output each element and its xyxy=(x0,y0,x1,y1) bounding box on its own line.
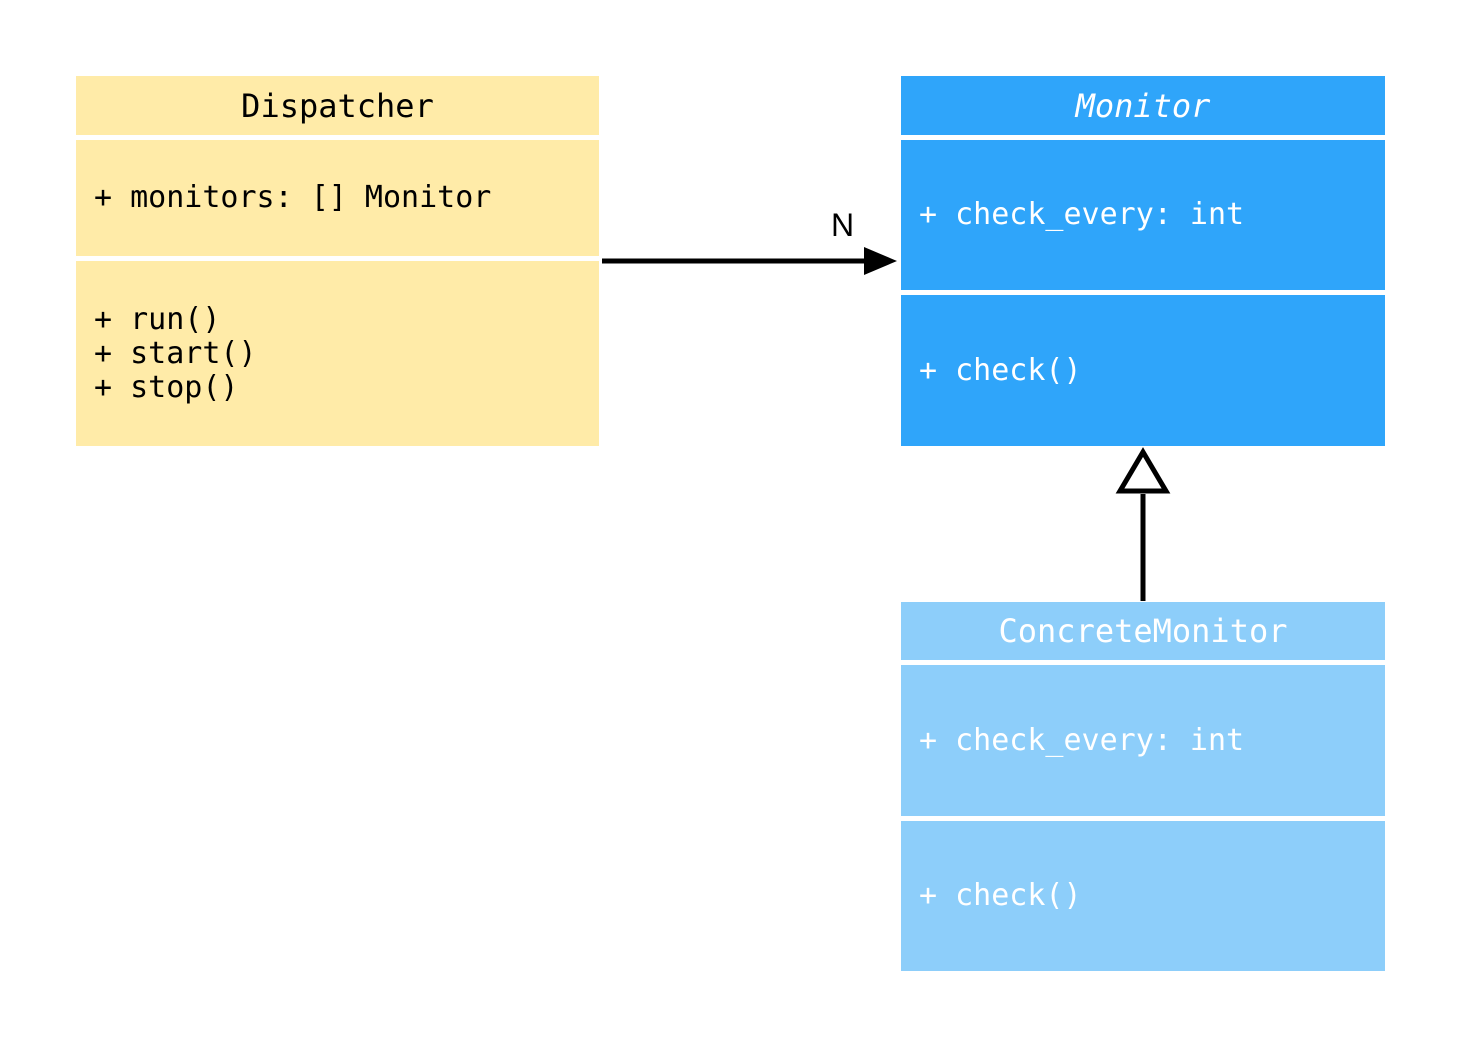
dispatcher-attributes-compartment: + monitors: [] Monitor xyxy=(76,140,599,256)
concrete-monitor-title-compartment: ConcreteMonitor xyxy=(901,602,1385,660)
method-row: + start() xyxy=(94,335,257,371)
method-row: + check() xyxy=(919,352,1082,388)
class-box-dispatcher: Dispatcher + monitors: [] Monitor + run(… xyxy=(76,76,599,446)
dispatcher-title-compartment: Dispatcher xyxy=(76,76,599,135)
inheritance-arrow-concretemonitor-to-monitor xyxy=(1115,447,1171,601)
method-row: + run() xyxy=(94,301,221,337)
hollow-triangle-arrowhead-icon xyxy=(1115,447,1171,494)
method-row: + check() xyxy=(919,878,1082,913)
monitor-title-compartment: Monitor xyxy=(901,76,1385,135)
attribute-row: + check_every: int xyxy=(919,722,1245,758)
attribute-row: + monitors: [] Monitor xyxy=(94,180,492,215)
concrete-monitor-class-name: ConcreteMonitor xyxy=(998,612,1288,650)
association-multiplicity-label: N xyxy=(831,207,855,243)
dispatcher-class-name: Dispatcher xyxy=(241,86,434,125)
dispatcher-methods-compartment: + run() + start() + stop() xyxy=(76,261,599,446)
method-row: + stop() xyxy=(94,369,239,405)
monitor-class-name: Monitor xyxy=(1075,86,1211,125)
concrete-monitor-attributes-compartment: + check_every: int xyxy=(901,665,1385,816)
filled-arrowhead-icon xyxy=(864,247,897,275)
attribute-row: + check_every: int xyxy=(919,197,1245,232)
class-box-monitor: Monitor + check_every: int + check() xyxy=(901,76,1385,446)
monitor-attributes-compartment: + check_every: int xyxy=(901,140,1385,290)
class-box-concrete-monitor: ConcreteMonitor + check_every: int + che… xyxy=(901,602,1385,971)
association-arrow-dispatcher-to-monitor xyxy=(602,247,897,275)
concrete-monitor-methods-compartment: + check() xyxy=(901,821,1385,971)
monitor-methods-compartment: + check() xyxy=(901,295,1385,446)
